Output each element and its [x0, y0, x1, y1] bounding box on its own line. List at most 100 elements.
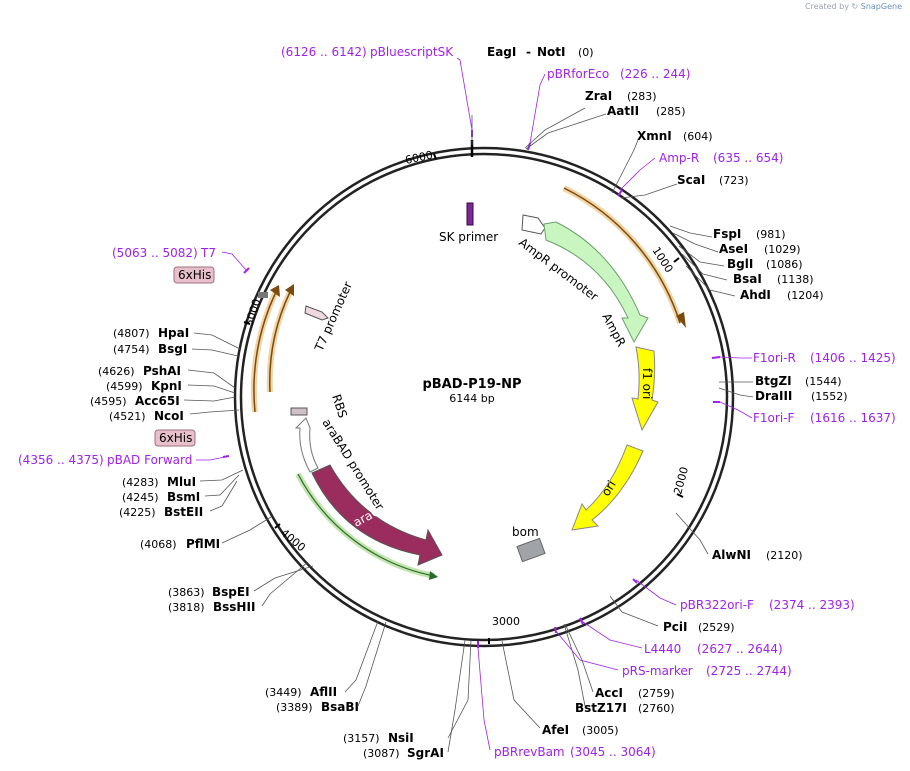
enzyme-bsai-pos: (1138)	[777, 273, 814, 286]
enzyme-nsii-pos: (3157)	[343, 732, 380, 745]
primer-pbad-forward-range: (4356 .. 4375)	[18, 453, 104, 467]
f1-ori-label: f1 ori	[640, 368, 654, 399]
primer-pbluescriptsk-range: (6126 .. 6142)	[281, 45, 367, 59]
enzyme-kpni: KpnI	[151, 379, 182, 393]
enzyme-ncoi: NcoI	[154, 409, 184, 423]
enzyme-fspi-pos: (981)	[756, 228, 786, 241]
primer-t7-range: (5063 .. 5082)	[112, 246, 198, 260]
primer-labels: (6126 .. 6142) pBluescriptSK pBRforEco (…	[18, 45, 896, 759]
enzyme-sgrai-pos: (3087)	[363, 747, 400, 760]
enzyme-nsii: NsiI	[388, 731, 414, 745]
tick-5000: 5000	[242, 297, 263, 328]
rbs-feature	[290, 407, 308, 416]
primer-amp-r: Amp-R	[659, 151, 699, 165]
enzyme-afei: AfeI	[542, 723, 569, 737]
enzyme-eagi-sep: -	[526, 45, 531, 59]
primer-f1ori-f-range: (1616 .. 1637)	[810, 411, 896, 425]
green-arc-head	[429, 571, 438, 580]
t7-promoter-feature	[304, 305, 329, 321]
enzyme-pshai: PshAI	[143, 364, 181, 378]
primer-pbluescriptsk: pBluescriptSK	[370, 45, 454, 59]
enzyme-zrai: ZraI	[585, 89, 612, 103]
his-tag-upper: 6xHis	[173, 266, 215, 284]
enzyme-pflmi-pos: (4068)	[140, 538, 177, 551]
rbs-label: RBS	[329, 393, 350, 420]
enzyme-bsshii-pos: (3818)	[168, 601, 205, 614]
enzyme-zrai-pos: (283)	[627, 90, 657, 103]
f1-ori-feature	[631, 346, 659, 432]
sk-primer-feature	[466, 202, 474, 226]
enzyme-pflmi: PflMI	[186, 537, 220, 551]
primer-pbr322ori-f-range: (2374 .. 2393)	[769, 598, 855, 612]
enzyme-bsmi-pos: (4245)	[122, 491, 159, 504]
plasmid-name: pBAD-P19-NP	[422, 377, 521, 392]
primer-pbr322ori-f: pBR322ori-F	[680, 598, 754, 612]
ampr-promoter-feature	[521, 214, 546, 235]
enzyme-aatii: AatII	[607, 104, 639, 118]
enzyme-sgrai: SgrAI	[407, 746, 444, 760]
primer-pbrrevbam-range: (3045 .. 3064)	[570, 745, 656, 759]
primer-f1ori-r: F1ori-R	[753, 351, 796, 365]
enzyme-pshai-pos: (4626)	[98, 365, 135, 378]
enzyme-labels: EagI - NotI (0) ZraI (283) AatII (285) X…	[90, 45, 848, 760]
primer-pbrforeco-range: (226 .. 244)	[620, 67, 690, 81]
tick-6000: 6000	[404, 148, 434, 167]
enzyme-fspi: FspI	[713, 227, 741, 241]
bom-feature	[516, 537, 546, 563]
left-arc-1-head	[270, 285, 280, 297]
ampr-label: AmpR	[599, 311, 628, 349]
enzyme-acc65i-pos: (4595)	[90, 395, 127, 408]
snapgene-credit: Created by ↻ SnapGene	[805, 2, 902, 11]
enzyme-ncoi-pos: (4521)	[109, 410, 146, 423]
credit-text: Created by	[804, 2, 849, 11]
snapgene-logo-icon: ↻	[851, 2, 859, 11]
enzyme-bsgi: BsgI	[158, 342, 187, 356]
primer-f1ori-r-range: (1406 .. 1425)	[810, 351, 896, 365]
arac-feature	[311, 464, 443, 566]
enzyme-draiii: DraIII	[755, 389, 792, 403]
amp-arc-line	[563, 187, 681, 324]
enzyme-xmni-pos: (604)	[683, 130, 713, 143]
enzyme-bsmi: BsmI	[167, 490, 200, 504]
enzyme-bsteii-pos: (4225)	[119, 506, 156, 519]
enzyme-bsabi: BsaBI	[321, 700, 359, 714]
enzyme-mlui: MluI	[167, 475, 196, 489]
enzyme-noti-pos: (0)	[578, 46, 594, 59]
primer-amp-r-range: (635 .. 654)	[713, 151, 783, 165]
left-arc-2-line	[269, 291, 291, 393]
enzyme-eagi: EagI	[487, 45, 516, 59]
enzyme-afei-pos: (3005)	[582, 724, 619, 737]
enzyme-acci-pos: (2759)	[638, 687, 675, 700]
his-tag-lower-label: 6xHis	[159, 431, 192, 445]
enzyme-alwni-pos: (2120)	[766, 549, 803, 562]
enzyme-bstz17i-pos: (2760)	[638, 702, 675, 715]
primer-pbrforeco: pBRforEco	[547, 67, 609, 81]
primer-t7: T7	[200, 246, 216, 260]
enzyme-scai-pos: (723)	[719, 174, 749, 187]
enzyme-scai: ScaI	[677, 173, 705, 187]
enzyme-btgzi-pos: (1544)	[805, 375, 842, 388]
enzyme-xmni: XmnI	[637, 129, 672, 143]
left-arc-2-head	[285, 284, 294, 296]
enzyme-alwni: AlwNI	[712, 548, 751, 562]
primer-prs-marker-range: (2725 .. 2744)	[706, 664, 792, 678]
sk-primer-label: SK primer	[439, 230, 498, 244]
primer-f1ori-f: F1ori-F	[753, 411, 794, 425]
green-arc-line	[297, 473, 435, 577]
enzyme-acci: AccI	[595, 686, 623, 700]
enzyme-aflii: AflII	[310, 685, 337, 699]
enzyme-bsgi-pos: (4754)	[113, 343, 150, 356]
enzyme-bgli-pos: (1086)	[766, 258, 803, 271]
enzyme-mlui-pos: (4283)	[122, 476, 159, 489]
primer-pbad-forward: pBAD Forward	[107, 453, 192, 467]
amp-arc-head	[676, 312, 686, 328]
ori-feature	[571, 444, 644, 531]
enzyme-bspei-pos: (3863)	[168, 586, 205, 599]
enzyme-hpai: HpaI	[158, 326, 189, 340]
enzyme-bsabi-pos: (3389)	[276, 701, 313, 714]
primer-l4440: L4440	[644, 642, 681, 656]
enzyme-bstz17i: BstZ17I	[575, 701, 627, 715]
leader-lines	[183, 107, 754, 753]
t7-marker	[258, 292, 268, 298]
